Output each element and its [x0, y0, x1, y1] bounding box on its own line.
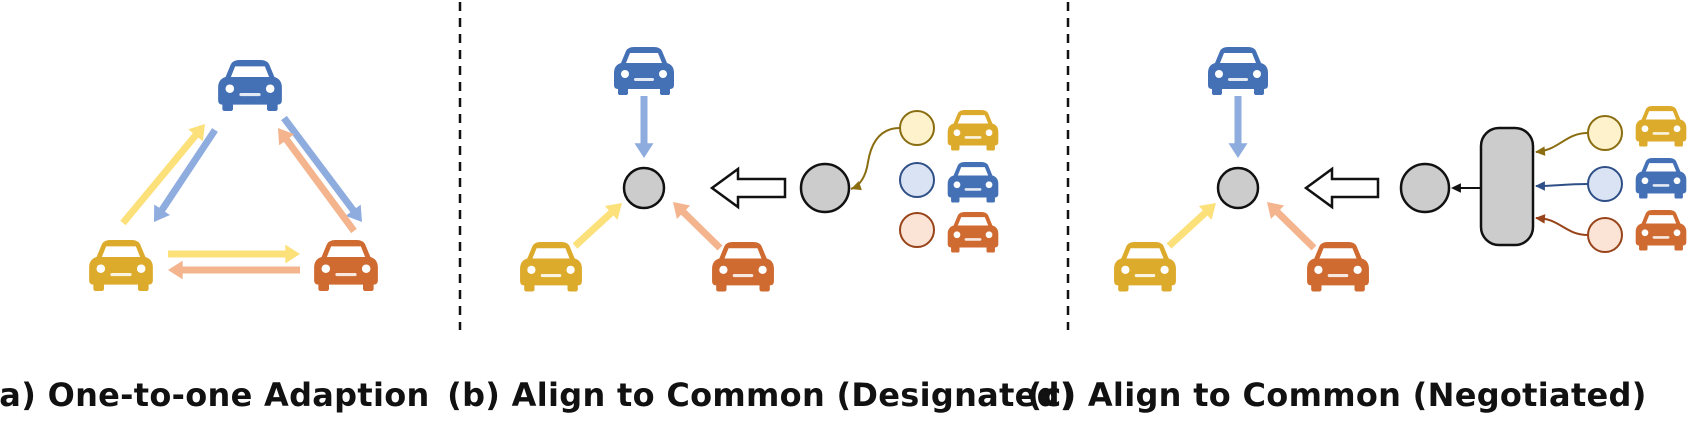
- input-arrow-orange-head: [1535, 214, 1546, 224]
- designated-node: [799, 162, 851, 214]
- car-yellow-small-icon: [1635, 106, 1687, 147]
- arrow-orange-to-yellow: [168, 260, 300, 280]
- car-orange-icon: [1307, 242, 1369, 292]
- feature-circle-orange: [1587, 217, 1623, 253]
- negotiate-arrow-head: [1451, 183, 1461, 193]
- caption-a: (a) One-to-one Adaption: [0, 376, 430, 414]
- arrow-blue-to-common: [1228, 96, 1248, 158]
- car-orange-icon: [314, 240, 378, 291]
- feature-circle-orange: [899, 212, 935, 248]
- arrow-yellow-to-orange: [168, 244, 300, 264]
- negotiated-node: [1399, 162, 1451, 214]
- designate-arrow-head: [851, 181, 862, 191]
- car-yellow-icon: [1114, 242, 1176, 292]
- feature-circle-blue: [899, 162, 935, 198]
- car-orange-small-icon: [1635, 210, 1687, 251]
- caption-c: (c) Align to Common (Negotiated): [1027, 376, 1647, 414]
- arrow-blue-to-yellow: [154, 128, 218, 222]
- feature-circle-blue: [1587, 166, 1623, 202]
- car-blue-icon: [1208, 47, 1268, 95]
- car-blue-small-icon: [947, 162, 999, 203]
- designate-arrow: [850, 127, 901, 190]
- car-orange-icon: [712, 242, 774, 292]
- arrow-blue-to-common: [634, 96, 654, 158]
- car-yellow-small-icon: [947, 110, 999, 151]
- arrow-blue-to-orange: [281, 115, 362, 222]
- input-arrow-yellow-head: [1535, 146, 1546, 156]
- arrow-orange-to-common: [1267, 202, 1317, 251]
- feature-circle-yellow: [899, 110, 935, 146]
- negotiator-block: [1479, 126, 1535, 247]
- car-blue-icon: [218, 60, 282, 111]
- arrow-yellow-to-common: [1166, 203, 1216, 249]
- hollow-arrow-b: [709, 166, 787, 210]
- car-blue-icon: [614, 47, 674, 95]
- car-yellow-icon: [520, 242, 582, 292]
- input-arrow-blue-head: [1535, 181, 1545, 191]
- arrow-orange-to-common: [673, 202, 723, 251]
- common-node: [622, 166, 666, 210]
- car-blue-small-icon: [1635, 158, 1687, 199]
- arrow-orange-to-blue: [278, 128, 357, 234]
- car-orange-small-icon: [947, 212, 999, 253]
- common-node: [1216, 166, 1260, 210]
- car-yellow-icon: [89, 240, 153, 291]
- caption-b: (b) Align to Common (Designated): [447, 376, 1075, 414]
- arrow-yellow-to-blue: [120, 124, 205, 226]
- hollow-arrow-c: [1303, 166, 1380, 210]
- feature-circle-yellow: [1587, 115, 1623, 151]
- arrow-yellow-to-common: [572, 203, 622, 249]
